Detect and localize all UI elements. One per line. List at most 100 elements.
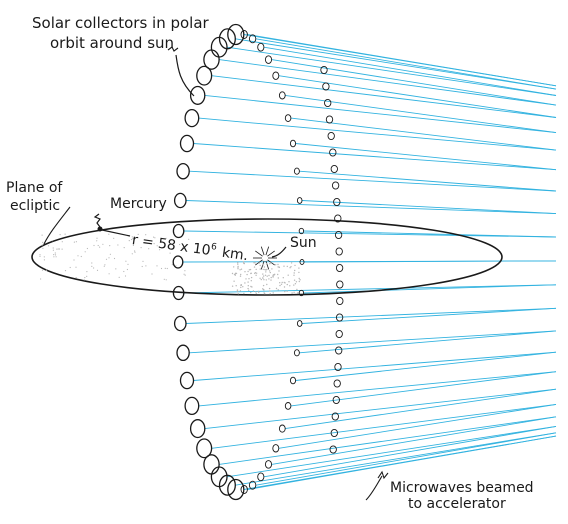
- sun-shade-dot: [249, 268, 252, 271]
- sun-shade-dot: [286, 283, 288, 286]
- plane-shade-dot: [184, 274, 186, 276]
- sun-shade-dot: [247, 270, 249, 273]
- sun-shade-dot: [266, 275, 268, 277]
- plane-shade-dot: [69, 266, 71, 269]
- inner-collector-loop: [331, 412, 339, 421]
- sun-shade-dot: [250, 276, 253, 279]
- collectors-label-line2: orbit around sun: [50, 34, 174, 52]
- microwave-beam-line: [227, 46, 557, 96]
- sun-shade-dot: [293, 291, 295, 293]
- plane-shade-dot: [127, 263, 129, 265]
- inner-collector-ring: [320, 65, 344, 454]
- sun-shade-dot: [242, 261, 245, 263]
- collector-loop: [293, 349, 300, 357]
- collector-loop: [289, 139, 297, 148]
- inner-collector-loop: [331, 181, 340, 190]
- sun-shade-dot: [277, 289, 279, 291]
- plane-shade-dot: [145, 234, 147, 236]
- sun-shade-dot: [247, 285, 249, 287]
- plane-leader-line: [43, 206, 71, 245]
- inner-collector-loop: [335, 313, 344, 322]
- plane-shade-dot: [134, 250, 136, 252]
- sun-shade-dot: [287, 274, 289, 276]
- sun-shade-dot: [269, 293, 271, 295]
- inner-collector-loop: [329, 445, 337, 454]
- sun-shade-dot: [277, 266, 279, 268]
- plane-shade-dot: [45, 269, 48, 271]
- sun-shade-dot: [235, 285, 237, 287]
- plane-shade-dot: [96, 269, 99, 271]
- microwave-beam-line: [278, 403, 557, 449]
- collectors-label-line1: Solar collectors in polar: [32, 14, 210, 32]
- mercury-planet: [97, 226, 103, 232]
- sun-shade-dot: [279, 284, 281, 287]
- sun-shade-dot: [277, 277, 279, 279]
- plane-shade-dot: [73, 241, 75, 243]
- sun-shade-dot: [246, 273, 248, 276]
- plane-shade-dot: [113, 257, 116, 260]
- collector-loop: [203, 49, 220, 70]
- sun-shade-dot: [279, 282, 281, 284]
- plane-shade-dot: [59, 234, 61, 236]
- sun-shade-dot: [264, 293, 266, 295]
- plane-shade-dot: [117, 244, 119, 246]
- plane-shade-dot: [43, 256, 45, 258]
- sun-shade-dot: [289, 267, 291, 269]
- plane-shade-dot: [108, 273, 110, 275]
- sun-shade-dot: [233, 273, 236, 276]
- plane-shade-dot: [41, 234, 43, 236]
- microwave-beam-line: [193, 143, 557, 171]
- plane-shade-dot: [188, 238, 190, 240]
- plane-shade-dot: [61, 248, 63, 250]
- plane-shade-dot: [151, 273, 153, 275]
- sun-shade-dot: [265, 271, 267, 273]
- plane-shade-dot: [128, 240, 130, 242]
- sun-shade-dot: [244, 271, 246, 273]
- sun-shade-dot: [265, 269, 267, 271]
- plane-shade-dot: [80, 255, 82, 258]
- plane-shade-dot: [137, 233, 139, 235]
- collector-loop: [293, 167, 300, 175]
- collector-loop: [257, 42, 265, 52]
- inner-collector-loop: [335, 329, 343, 339]
- plane-shade-dot: [145, 265, 147, 267]
- plane-shade-dot: [113, 237, 115, 239]
- collector-loop: [264, 55, 273, 64]
- plane-shade-dot: [123, 247, 125, 249]
- sun-shade-dot: [294, 283, 297, 285]
- plane-shade-dot: [75, 266, 77, 268]
- inner-collector-loop: [335, 346, 343, 355]
- sun-shade-dot: [286, 290, 288, 292]
- plane-shade-dot: [160, 267, 163, 270]
- collector-loop: [176, 162, 190, 180]
- collector-loop: [227, 23, 245, 46]
- plane-shade-dot: [153, 243, 155, 245]
- mercury-leader-line: [93, 213, 101, 228]
- plane-shade-dot: [51, 240, 53, 242]
- sun-shade-dot: [265, 263, 268, 265]
- plane-shade-dot: [64, 270, 67, 272]
- inner-collector-loop: [336, 296, 344, 306]
- plane-shade-dot: [124, 275, 127, 277]
- ecliptic-plane-ellipse: [31, 218, 503, 296]
- plane-shade-dot: [123, 270, 125, 273]
- plane-shade-dot: [42, 241, 44, 243]
- sun-shade-dot: [299, 279, 301, 281]
- sun-shade-dot: [243, 262, 245, 264]
- plane-shade-dot: [126, 268, 128, 271]
- collectors-leader-line: [175, 54, 195, 97]
- sun-shade-dot: [283, 265, 285, 267]
- collector-loop: [172, 285, 185, 301]
- microwaves-leader-line: [365, 470, 389, 501]
- sun-shade-dot: [253, 262, 255, 264]
- sun-shade-dot: [259, 277, 261, 279]
- collector-loop: [248, 34, 257, 44]
- plane-shade-dot: [39, 255, 41, 257]
- microwave-beam-line: [295, 351, 557, 381]
- inner-collector-loop: [335, 247, 343, 256]
- microwave-beam-line: [299, 170, 557, 192]
- sun-shade-dot: [270, 276, 272, 279]
